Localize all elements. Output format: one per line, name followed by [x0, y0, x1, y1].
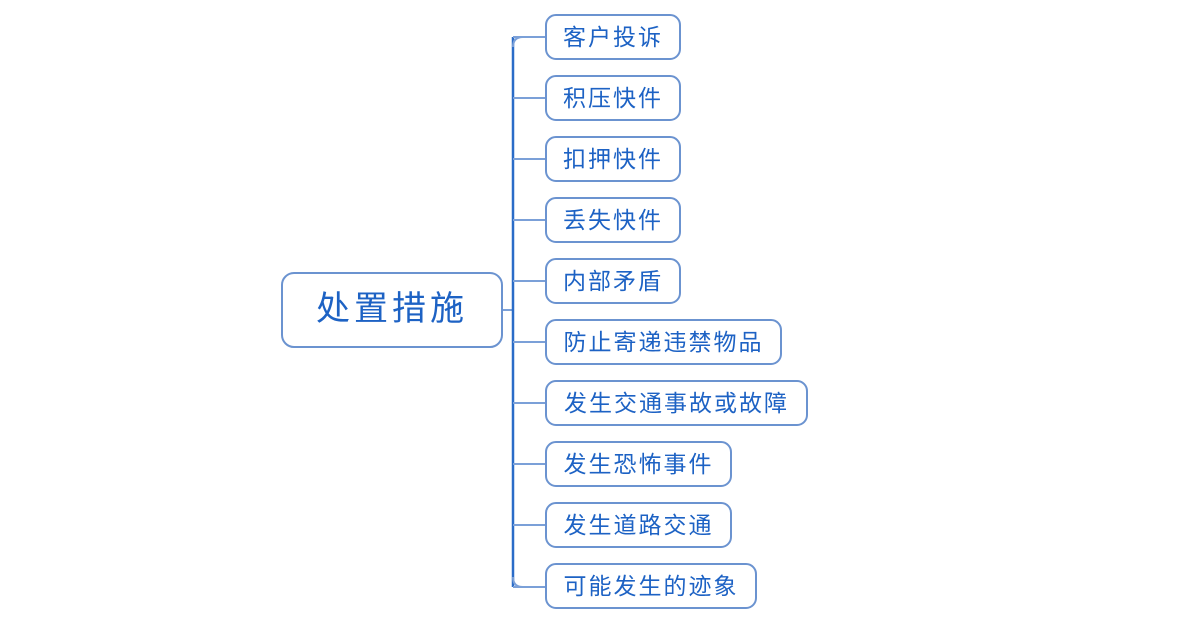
child-node-9-label: 发生道路交通 [563, 512, 714, 538]
child-node-4-label: 丢失快件 [563, 207, 663, 233]
child-node-2[interactable]: 积压快件 [545, 75, 681, 121]
child-node-7-label: 发生交通事故或故障 [564, 390, 789, 416]
child-node-9[interactable]: 发生道路交通 [545, 502, 732, 548]
child-node-8[interactable]: 发生恐怖事件 [545, 441, 732, 487]
root-node-label: 处置措施 [316, 291, 468, 328]
child-node-6-label: 防止寄递违禁物品 [563, 329, 764, 355]
child-node-3[interactable]: 扣押快件 [545, 136, 681, 182]
root-node[interactable]: 处置措施 [281, 272, 503, 348]
child-node-5-label: 内部矛盾 [563, 268, 663, 294]
child-node-10[interactable]: 可能发生的迹象 [545, 563, 757, 609]
child-node-8-label: 发生恐怖事件 [563, 451, 714, 477]
child-node-3-label: 扣押快件 [563, 146, 663, 172]
child-node-4[interactable]: 丢失快件 [545, 197, 681, 243]
connector-corner-bottom [512, 576, 524, 588]
connector-corner-top [512, 36, 524, 48]
child-node-7[interactable]: 发生交通事故或故障 [545, 380, 808, 426]
child-node-1-label: 客户投诉 [563, 24, 663, 50]
child-node-2-label: 积压快件 [563, 85, 663, 111]
child-node-5[interactable]: 内部矛盾 [545, 258, 681, 304]
child-node-1[interactable]: 客户投诉 [545, 14, 681, 60]
child-node-10-label: 可能发生的迹象 [563, 573, 739, 599]
child-node-6[interactable]: 防止寄递违禁物品 [545, 319, 782, 365]
